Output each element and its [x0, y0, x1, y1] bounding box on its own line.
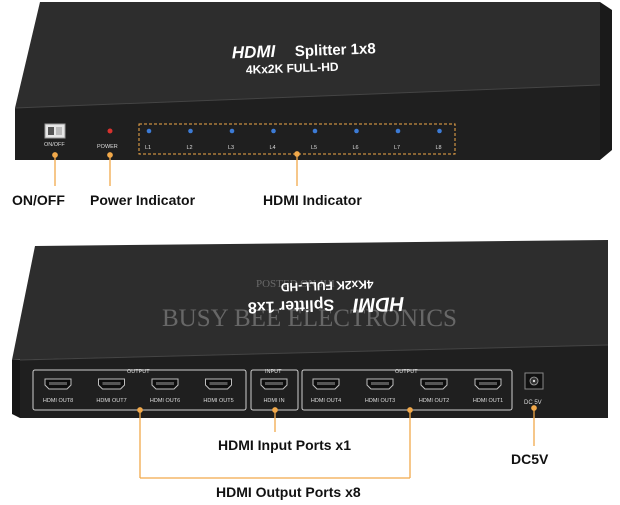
hdmi-led-8 — [437, 128, 442, 134]
port-label: HDMI OUT1 — [473, 398, 503, 404]
hdmi-output-port[interactable]: HDMI OUT5 — [203, 378, 234, 404]
hdmi-output-port[interactable]: HDMI OUT6 — [150, 378, 180, 404]
front-model-text: Splitter 1x8 — [295, 40, 376, 60]
hdmi-led-2 — [188, 128, 193, 134]
hdmi-led-label: L4 — [270, 145, 276, 151]
port-label: HDMI OUT7 — [96, 398, 126, 404]
hdmi-led-5 — [312, 128, 318, 134]
hdmi-indicator-box — [138, 123, 456, 155]
port-label: HDMI OUT3 — [365, 398, 395, 404]
front-brand-logo: HDMI — [232, 42, 277, 63]
rear-brand-logo: HDMI — [352, 292, 404, 316]
switch-label: ON/OFF — [44, 142, 65, 148]
output-label-right: OUTPUT — [395, 369, 418, 375]
input-label: INPUT — [265, 369, 282, 375]
hdmi-led-1 — [146, 128, 152, 134]
rear-resolution-text: 4Kx2K FULL-HD — [280, 277, 373, 294]
power-led — [107, 128, 113, 134]
hdmi-output-port[interactable]: HDMI OUT8 — [43, 378, 73, 404]
callout-on-off: ON/OFF — [12, 192, 65, 208]
callout-input-ports: HDMI Input Ports x1 — [218, 437, 352, 453]
rear-model-text: Splitter 1x8 — [248, 296, 335, 316]
callout-power-indicator: Power Indicator — [90, 192, 196, 208]
hdmi-led-label: L6 — [353, 145, 359, 151]
callout-output-ports: HDMI Output Ports x8 — [216, 484, 361, 500]
output-label-left: OUTPUT — [127, 369, 150, 375]
hdmi-led-label: L8 — [436, 145, 442, 151]
hdmi-output-port[interactable]: HDMI OUT3 — [365, 378, 395, 404]
hdmi-led-label: L1 — [145, 145, 151, 151]
hdmi-led-4 — [271, 128, 276, 134]
port-label: HDMI OUT5 — [203, 398, 233, 404]
hdmi-led-label: L7 — [394, 145, 400, 151]
hdmi-output-port[interactable]: HDMI OUT1 — [473, 378, 503, 404]
rear-device-top — [12, 240, 608, 360]
front-device-top — [15, 2, 600, 108]
callout-dc5v: DC5V — [511, 451, 549, 467]
port-label: HDMI OUT2 — [419, 398, 449, 404]
hdmi-led-label: L3 — [228, 145, 234, 151]
hdmi-output-port[interactable]: HDMI OUT4 — [311, 378, 341, 404]
watermark-posted: POSTED ON JIJI — [256, 278, 335, 290]
dc-label: DC 5V — [524, 400, 542, 406]
watermark-brand: BUSY BEE ELECTRONICS — [162, 305, 457, 332]
callout-hdmi-indicator: HDMI Indicator — [263, 192, 362, 208]
port-label: HDMI OUT4 — [311, 398, 341, 404]
rear-device: HDMI Splitter 1x8 4Kx2K FULL-HD OUTPUT I… — [12, 240, 609, 418]
power-led-label: POWER — [97, 144, 118, 150]
hdmi-output-port[interactable]: HDMI OUT7 — [96, 378, 127, 404]
front-device: HDMI Splitter 1x8 4Kx2K FULL-HD ON/OFF P… — [14, 2, 612, 160]
hdmi-led-7 — [395, 128, 401, 134]
port-label: HDMI IN — [263, 398, 284, 404]
port-label: HDMI OUT8 — [43, 398, 73, 404]
front-device-face — [15, 85, 600, 160]
hdmi-led-label: L5 — [311, 145, 317, 151]
front-device-side — [600, 2, 612, 160]
hdmi-led-label: L2 — [187, 145, 193, 151]
rear-device-side — [12, 360, 20, 418]
callout-lines — [52, 151, 537, 479]
hdmi-led-6 — [354, 128, 359, 134]
port-label: HDMI OUT6 — [150, 398, 180, 404]
hdmi-led-3 — [229, 128, 235, 134]
front-resolution-text: 4Kx2K FULL-HD — [246, 60, 339, 77]
hdmi-output-port[interactable]: HDMI OUT2 — [419, 378, 449, 404]
hdmi-input-port[interactable]: HDMI IN — [260, 378, 288, 404]
output-group-right — [301, 369, 513, 411]
